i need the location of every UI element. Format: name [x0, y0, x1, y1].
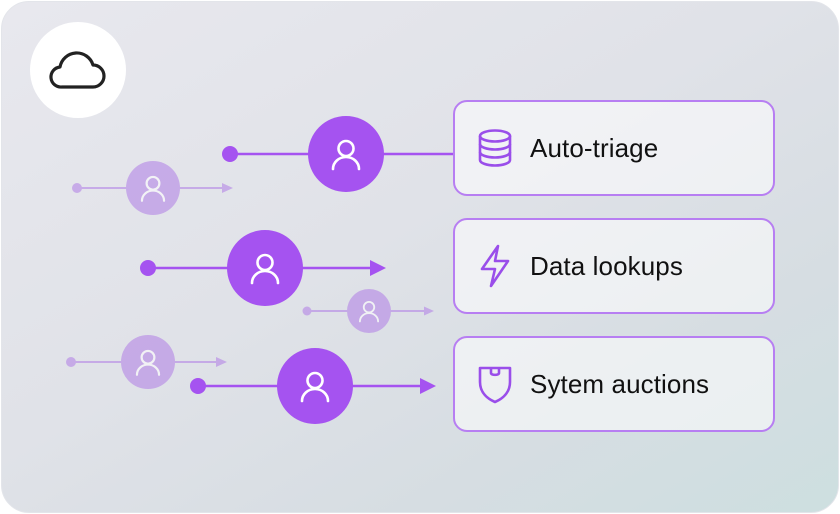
user-avatar — [277, 348, 353, 424]
cloud-badge — [30, 22, 126, 118]
user-avatar — [308, 116, 384, 192]
item-label: Auto-triage — [530, 132, 659, 163]
user-avatar — [227, 230, 303, 306]
flow-auto-triage — [222, 116, 454, 192]
item-label: Data lookups — [530, 250, 683, 281]
flow-faded-2 — [302, 289, 434, 333]
flow-data-lookups — [140, 230, 386, 306]
flow-system-auctions — [190, 348, 436, 424]
item-auto-triage: Auto-triage — [453, 100, 775, 196]
lightning-icon — [475, 244, 515, 288]
flow-faded-3 — [66, 335, 227, 389]
database-icon — [475, 128, 515, 168]
cloud-icon — [49, 51, 106, 89]
shield-icon — [475, 364, 515, 404]
flow-faded-1 — [72, 161, 233, 215]
user-avatar-faded — [347, 289, 391, 333]
item-system-auctions: Sytem auctions — [453, 336, 775, 432]
item-label: Sytem auctions — [530, 368, 710, 399]
item-data-lookups: Data lookups — [453, 218, 775, 314]
user-avatar-faded — [126, 161, 180, 215]
user-avatar-faded — [121, 335, 175, 389]
